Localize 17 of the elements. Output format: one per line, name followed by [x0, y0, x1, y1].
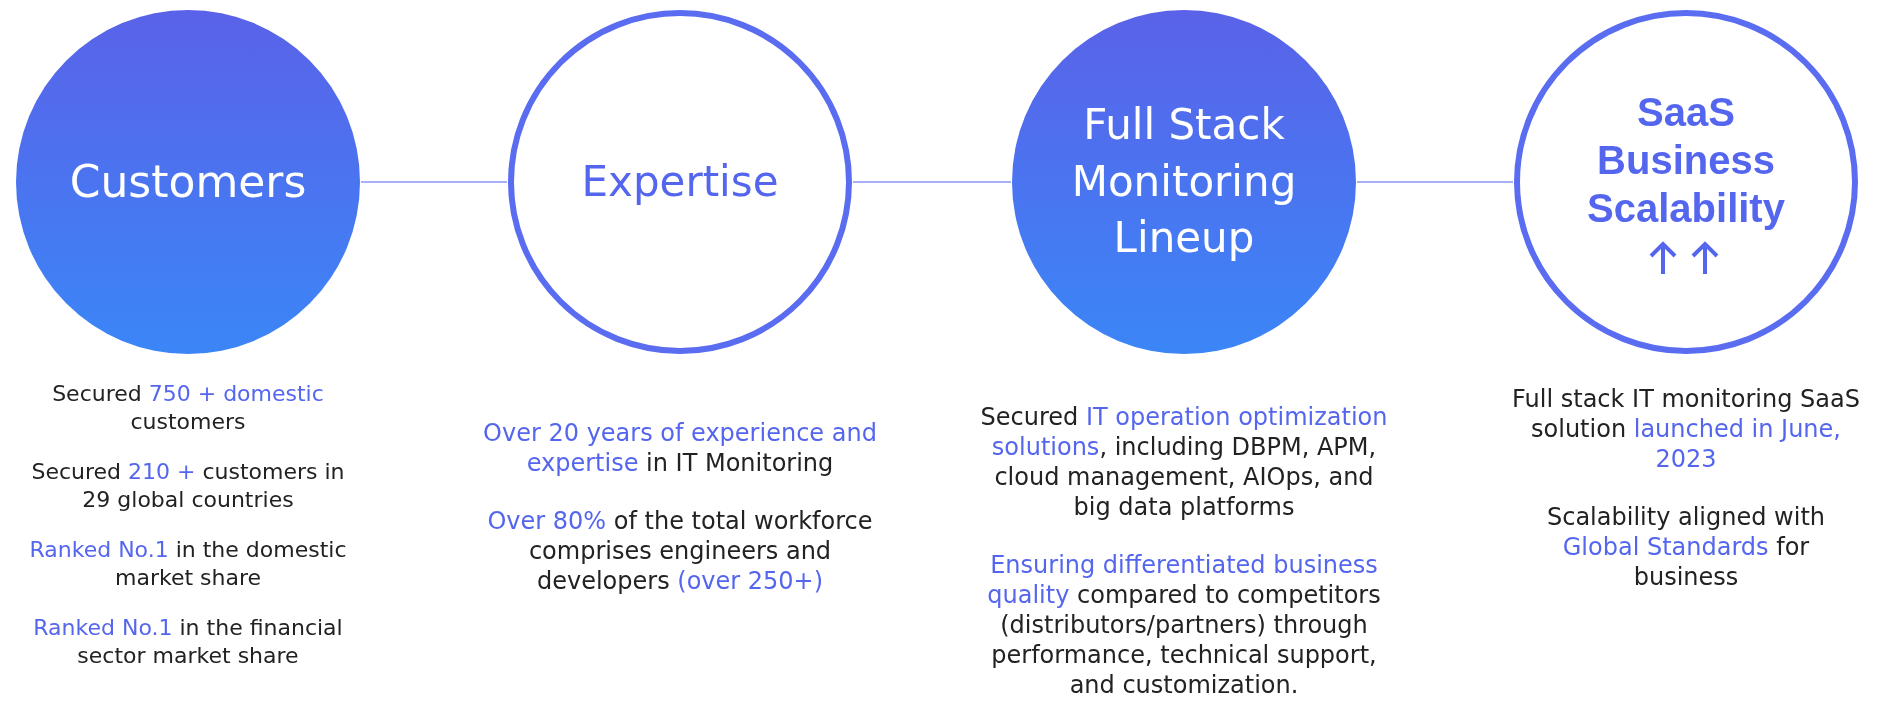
description-text: Secured 210 + customers in 29 global countries	[30, 458, 346, 514]
description-text: Ranked No.1 in the financial sector market share	[32, 614, 344, 670]
circle-title: Customers	[68, 155, 308, 210]
description-text: Secured 750 + domestic customers	[51, 380, 325, 436]
description-text: Over 20 years of experience and expertise in IT Monitoring	[482, 418, 878, 478]
description-text: Scalability aligned with Global Standards for business	[1546, 502, 1826, 592]
description-text: Full stack IT monitoring SaaS solution launched in June, 2023	[1511, 384, 1861, 474]
connector-line	[852, 181, 1012, 183]
circle-title: SaaS Business Scalability	[1586, 89, 1786, 232]
description-text: Ensuring differentiated business quality compared to competitors (distributors/partners) through performance, technical support, and customization.	[986, 550, 1382, 700]
connector-line	[360, 181, 508, 183]
description-text: Ranked No.1 in the domestic market share	[28, 536, 348, 592]
description-text: Over 80% of the total workforce comprises engineers and developers (over 250+)	[486, 506, 874, 596]
circle-title: Expertise	[580, 155, 780, 208]
description-text: Secured IT operation optimization solutions, including DBPM, APM, cloud management, AIOps, and big data platforms	[979, 402, 1389, 522]
connector-line	[1356, 181, 1514, 183]
circle-title: Full Stack Monitoring Lineup	[1070, 98, 1298, 265]
